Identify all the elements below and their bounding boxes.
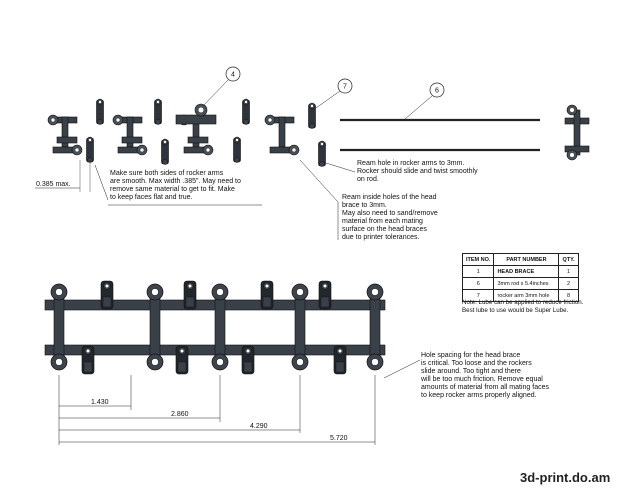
bom-row: 7 rocker arm 3mm hole 8	[461, 289, 579, 302]
svg-text:6: 6	[435, 88, 439, 95]
note-lube: Note: Lube can be applied to reduce fric…	[462, 299, 584, 314]
head-brace-part	[112, 114, 148, 156]
bom-header-qty: QTY.	[558, 253, 579, 266]
bom-part: rocker arm 3mm hole	[493, 289, 560, 302]
rocker-arm	[308, 102, 316, 129]
note-ream-rocker: Ream hole in rocker arms to 3mm. Rocker …	[357, 160, 478, 183]
rocker-arm	[154, 98, 162, 125]
bom-row: 6 3mm rod x 5.4inches 2	[461, 277, 579, 290]
bom-part: 3mm rod x 5.4inches	[493, 277, 560, 290]
bom-row: 1 HEAD BRACE 1	[461, 265, 579, 278]
rocker-arm	[241, 345, 255, 375]
exploded-view: 4 7 6 0.385 max.	[35, 66, 590, 240]
rocker-arm	[96, 98, 104, 125]
note-ream-brace: Ream inside holes of the head brace to 3…	[342, 194, 438, 241]
assembly-view: 1.430 2.860 4.290 5.720	[44, 280, 421, 445]
rocker-arm	[333, 345, 347, 375]
svg-text:4: 4	[231, 72, 235, 79]
balloon-6: 6	[404, 82, 445, 120]
head-brace-end	[564, 104, 590, 161]
rocker-arm	[318, 280, 332, 310]
dimension-2: 2.860	[171, 411, 189, 418]
bom-qty: 8	[558, 289, 579, 302]
bom-header-item: ITEM NO.	[461, 253, 495, 266]
note-hole-spacing: Hole spacing for the head brace is criti…	[421, 352, 549, 399]
svg-text:7: 7	[343, 84, 347, 91]
head-brace-part	[264, 114, 300, 156]
bom-header-part: PART NUMBER	[493, 253, 560, 266]
rocker-arm	[100, 280, 114, 310]
rocker-arm	[86, 136, 94, 163]
balloon-4: 4	[202, 66, 241, 107]
rocker-arm	[183, 280, 197, 310]
watermark: 3d-print.do.am	[520, 470, 611, 485]
bom-item: 1	[461, 265, 495, 278]
dimension-4: 5.720	[330, 435, 348, 442]
dimension-3: 4.290	[250, 423, 268, 430]
bom-qty: 2	[558, 277, 579, 290]
bom-part: HEAD BRACE	[493, 265, 560, 278]
bom-header: ITEM NO. PART NUMBER QTY.	[461, 253, 579, 266]
rocker-arm	[81, 345, 95, 375]
rocker-arm	[175, 345, 189, 375]
rocker-arm	[161, 138, 169, 165]
rocker-arm	[233, 136, 241, 163]
bill-of-materials: ITEM NO. PART NUMBER QTY. 1 HEAD BRACE 1…	[461, 253, 579, 302]
note-smooth-sides: Make sure both sides of rocker arms are …	[110, 170, 241, 201]
rocker-arm	[318, 140, 326, 167]
rocker-arm	[242, 98, 250, 125]
dimension-1: 1.430	[91, 399, 109, 406]
rocker-arm	[260, 280, 274, 310]
bom-item: 6	[461, 277, 495, 290]
balloon-7: 7	[315, 78, 353, 109]
bom-item: 7	[461, 289, 495, 302]
svg-text:0.385 max.: 0.385 max.	[36, 181, 71, 188]
thickness-dimension: 0.385 max.	[35, 160, 91, 192]
head-brace-part	[47, 114, 83, 156]
bom-qty: 1	[558, 265, 579, 278]
